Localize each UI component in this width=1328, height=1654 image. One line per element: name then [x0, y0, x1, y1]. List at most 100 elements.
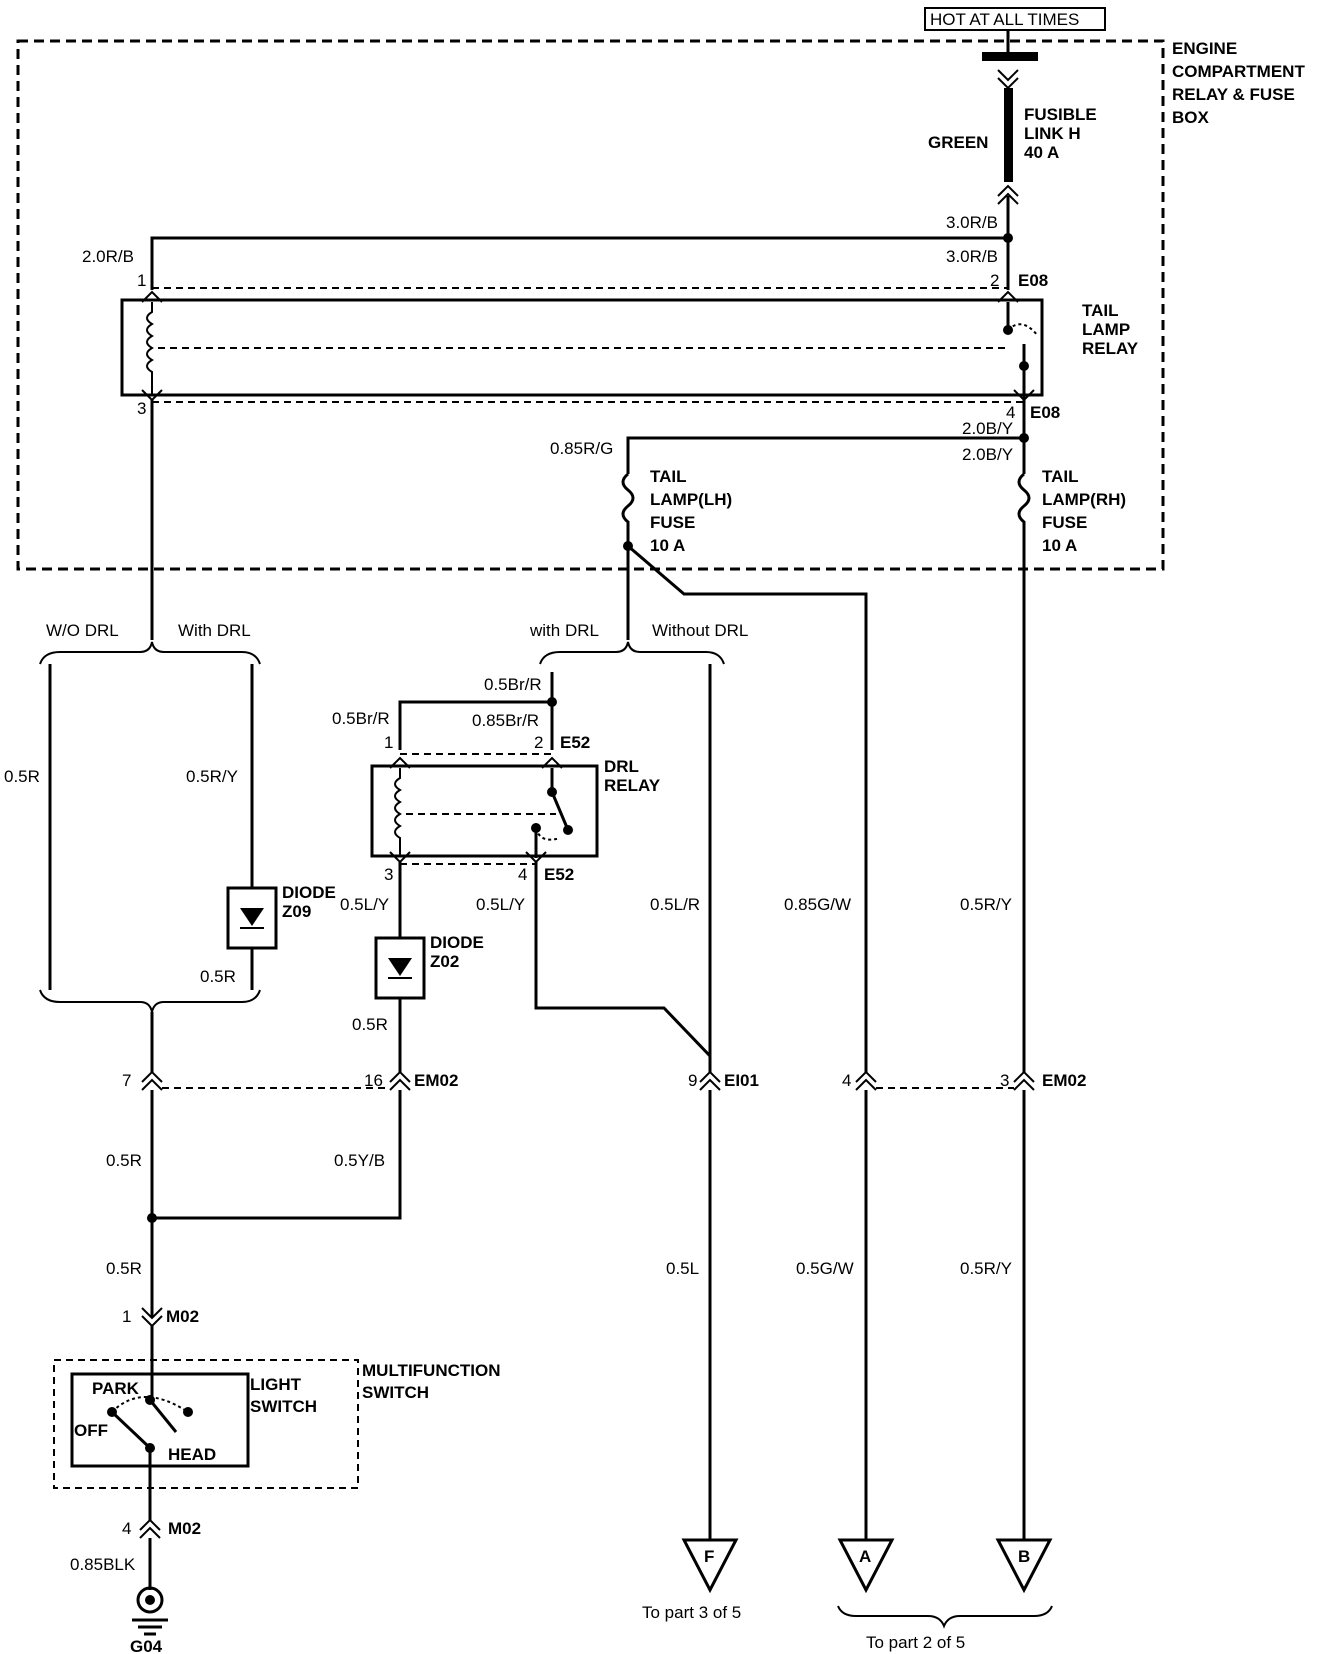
ground-g04-label: G04 — [130, 1637, 163, 1654]
light-switch-head: HEAD — [168, 1445, 216, 1464]
wire-label-0-5brr-a: 0.5Br/R — [484, 675, 542, 694]
svg-text:LIGHT: LIGHT — [250, 1375, 302, 1394]
svg-text:Z02: Z02 — [430, 952, 459, 971]
drl-switch-arm — [550, 791, 570, 831]
em02-pin-3: 3 — [1000, 1071, 1009, 1090]
wire-label-0-5r-c: 0.5R — [352, 1015, 388, 1034]
drl-relay-pin-3: 3 — [384, 865, 393, 884]
m02-pin4-connector — [139, 1518, 161, 1539]
relay-switch-arc — [1007, 323, 1039, 337]
svg-text:TAIL: TAIL — [650, 467, 687, 486]
wire-label-0-85blk: 0.85BLK — [70, 1555, 136, 1574]
wire-label-3-0rb-a: 3.0R/B — [946, 213, 998, 232]
light-switch-arm-1 — [148, 1399, 178, 1433]
wire-label-0-5ry-b: 0.5R/Y — [960, 895, 1012, 914]
wire-label-0-5r-a: 0.5R — [4, 767, 40, 786]
drl-relay-label: DRL RELAY — [604, 757, 661, 795]
drl-relay-pin-4: 4 — [518, 865, 527, 884]
wire-label-0-5ry-c: 0.5R/Y — [960, 1259, 1012, 1278]
option-with-drl-mid: with DRL — [529, 621, 599, 640]
wire-0-5brr-pin1 — [398, 700, 552, 750]
wire-label-0-5ry-a: 0.5R/Y — [186, 767, 238, 786]
fusible-link-color: GREEN — [928, 133, 988, 152]
ei01-pin9-connector — [699, 1070, 721, 1091]
fusible-link-label: FUSIBLE LINK H 40 A — [1024, 105, 1097, 162]
wire-0-5ly-pin4 — [534, 862, 712, 1072]
svg-text:TAIL: TAIL — [1042, 467, 1079, 486]
option-without-drl: Without DRL — [652, 621, 748, 640]
terminal-f-triangle — [681, 1538, 739, 1594]
svg-text:MULTIFUNCTION: MULTIFUNCTION — [362, 1361, 501, 1380]
wire-label-0-5yb: 0.5Y/B — [334, 1151, 385, 1170]
em02-pin-7: 7 — [122, 1071, 131, 1090]
light-switch-label: LIGHT SWITCH — [250, 1375, 317, 1416]
svg-text:10 A: 10 A — [1042, 536, 1077, 555]
tail-lamp-relay-label: TAIL LAMP RELAY — [1082, 301, 1139, 358]
relay-coil — [146, 302, 154, 394]
option-wo-drl: W/O DRL — [46, 621, 119, 640]
engine-box-label: ENGINE COMPARTMENT RELAY & FUSE BOX — [1172, 39, 1305, 127]
ground-g04-center — [145, 1595, 155, 1605]
hot-at-all-times-label: HOT AT ALL TIMES — [930, 10, 1079, 29]
em02-pin-16: 16 — [364, 1071, 383, 1090]
svg-text:COMPARTMENT: COMPARTMENT — [1172, 62, 1305, 81]
m02-pin-4: 4 — [122, 1519, 131, 1538]
destination-part3: To part 3 of 5 — [642, 1603, 741, 1622]
fusible-link-bottom-connector — [997, 184, 1019, 205]
engine-compartment-box-outline — [16, 39, 1165, 571]
terminal-f: F — [704, 1547, 714, 1566]
svg-text:SWITCH: SWITCH — [362, 1383, 429, 1402]
svg-text:DRL: DRL — [604, 757, 639, 776]
svg-text:LAMP(RH): LAMP(RH) — [1042, 490, 1126, 509]
wire-label-0-85brr: 0.85Br/R — [472, 711, 539, 730]
svg-text:LINK H: LINK H — [1024, 124, 1081, 143]
wire-label-3-0rb-b: 3.0R/B — [946, 247, 998, 266]
m02-pin-1: 1 — [122, 1307, 131, 1326]
wire-label-2-0by-a: 2.0B/Y — [962, 419, 1013, 438]
svg-text:LAMP(LH): LAMP(LH) — [650, 490, 732, 509]
light-switch-arm-2 — [110, 1410, 152, 1450]
destination-part2: To part 2 of 5 — [866, 1633, 965, 1652]
tail-lamp-rh-fuse — [1017, 472, 1031, 546]
tail-relay-connector-top: E08 — [1018, 271, 1048, 290]
drl-relay-pin-2: 2 — [534, 733, 543, 752]
svg-text:10 A: 10 A — [650, 536, 685, 555]
svg-text:SWITCH: SWITCH — [250, 1397, 317, 1416]
svg-text:40 A: 40 A — [1024, 143, 1059, 162]
light-switch-off: OFF — [74, 1421, 108, 1440]
wire-label-0-5r-d: 0.5R — [106, 1151, 142, 1170]
em02-pin3-connector — [1013, 1070, 1035, 1091]
diode-z02-symbol — [388, 958, 412, 976]
tail-relay-pin-2: 2 — [990, 271, 999, 290]
svg-text:TAIL: TAIL — [1082, 301, 1119, 320]
drl-relay-connector-bottom: E52 — [544, 865, 574, 884]
em02-pin-4: 4 — [842, 1071, 851, 1090]
fusible-link-top-connector — [997, 69, 1019, 90]
terminal-b: B — [1018, 1547, 1030, 1566]
wire-label-2-0by-b: 2.0B/Y — [962, 445, 1013, 464]
svg-text:RELAY & FUSE: RELAY & FUSE — [1172, 85, 1295, 104]
light-switch-park: PARK — [92, 1379, 140, 1398]
light-switch-contact-head-top — [183, 1407, 193, 1417]
wire-0-85gw — [627, 544, 868, 1072]
tail-lamp-rh-fuse-label: TAIL LAMP(RH) FUSE 10 A — [1042, 467, 1126, 555]
ground-g04-ring — [136, 1586, 164, 1614]
wire-label-0-85gw: 0.85G/W — [784, 895, 851, 914]
terminal-a: A — [859, 1547, 871, 1566]
wire-label-0-5gw: 0.5G/W — [796, 1259, 854, 1278]
tail-relay-pin-4: 4 — [1006, 403, 1015, 422]
light-switch-body — [70, 1372, 250, 1468]
ei01-connector: EI01 — [724, 1071, 759, 1090]
svg-text:DIODE: DIODE — [282, 883, 336, 902]
wire-label-0-5lr: 0.5L/R — [650, 895, 700, 914]
svg-text:FUSE: FUSE — [1042, 513, 1087, 532]
wire-label-0-5r-b: 0.5R — [200, 967, 236, 986]
drl-relay-connector-top: E52 — [560, 733, 590, 752]
svg-text:RELAY: RELAY — [1082, 339, 1139, 358]
svg-text:Z09: Z09 — [282, 902, 311, 921]
wire-0-5yb — [152, 1090, 402, 1220]
wire-2-0rb — [150, 236, 1008, 290]
option-with-drl-left: With DRL — [178, 621, 251, 640]
em02-pin16-connector — [389, 1070, 411, 1091]
wire-label-0-5ly-a: 0.5L/Y — [340, 895, 389, 914]
